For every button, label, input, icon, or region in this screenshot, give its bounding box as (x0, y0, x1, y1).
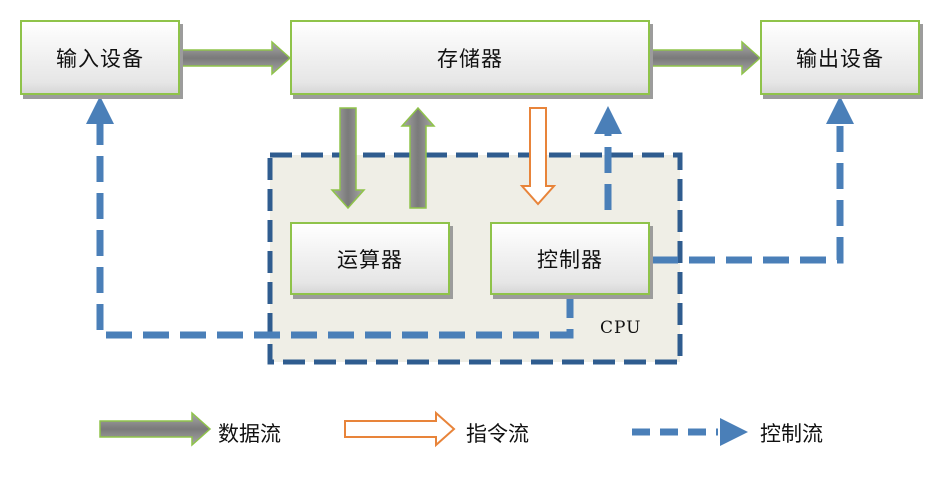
legend-data-arrow (99, 411, 212, 447)
controller-box: 控制器 (490, 222, 650, 295)
alu-box: 运算器 (290, 222, 450, 295)
memory-box: 存储器 (290, 20, 650, 95)
instruction-arrow-memory-to-controller (519, 107, 557, 206)
control-arrowhead-output (826, 96, 854, 124)
legend-control-flow-label: 控制流 (760, 422, 823, 446)
control-arrowhead-input (86, 96, 114, 124)
data-arrow-memory-to-output (651, 40, 762, 76)
legend-data-flow-label: 数据流 (218, 422, 281, 446)
cpu-label: CPU (600, 318, 642, 338)
control-line-to-output (652, 118, 844, 264)
input-device-label: 输入设备 (56, 46, 144, 71)
control-flow-lines (96, 118, 844, 339)
legend-instruction-flow-label: 指令流 (466, 422, 529, 446)
memory-label: 存储器 (437, 46, 503, 71)
data-arrow-alu-to-memory (400, 106, 436, 209)
input-device-box: 输入设备 (20, 20, 180, 95)
data-arrow-input-to-memory (181, 40, 292, 76)
legend-instruction-arrow (344, 410, 456, 448)
control-arrowhead-memory (594, 106, 622, 134)
legend-control-arrowhead (720, 418, 748, 446)
output-device-label: 输出设备 (796, 46, 884, 71)
output-device-box: 输出设备 (760, 20, 920, 95)
controller-label: 控制器 (537, 247, 603, 272)
alu-label: 运算器 (337, 247, 403, 272)
control-line-to-input (96, 118, 574, 339)
data-arrow-memory-to-alu (330, 107, 366, 210)
